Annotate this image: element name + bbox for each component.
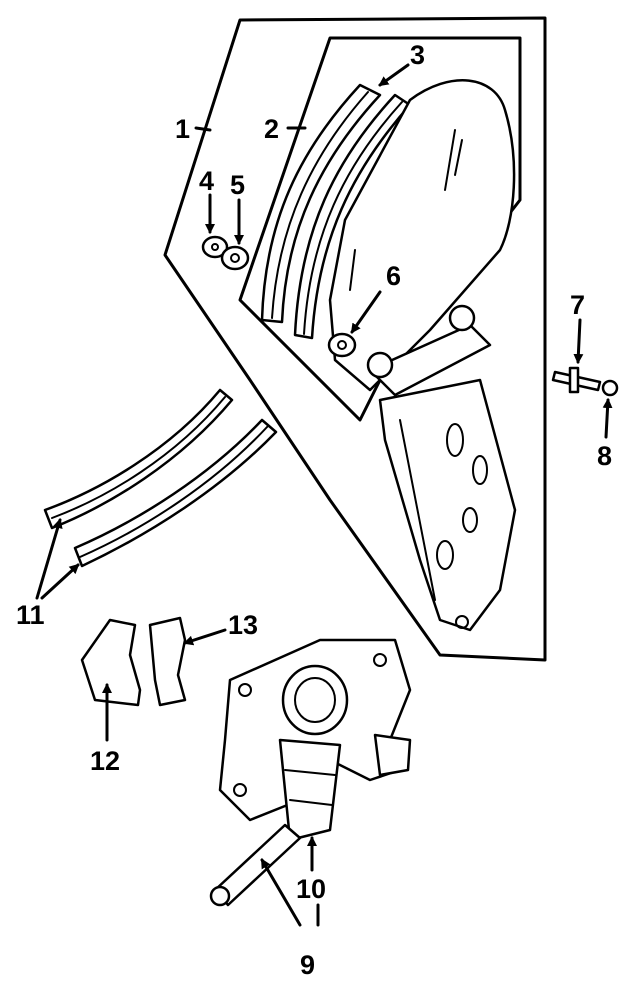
callout-13: 13 <box>228 610 258 640</box>
door-glass <box>328 79 516 392</box>
callout-5: 5 <box>230 170 245 200</box>
washer-5 <box>220 245 250 271</box>
bolt-7 <box>551 366 602 394</box>
regulator-motor-10 <box>218 638 412 842</box>
callout-8: 8 <box>597 441 612 471</box>
washer-4 <box>201 235 229 259</box>
bracket-13 <box>148 616 187 707</box>
bushing-6 <box>327 332 357 358</box>
leader-lines <box>35 63 613 927</box>
callout-10: 10 <box>296 874 326 904</box>
callout-3: 3 <box>410 40 425 70</box>
callout-9: 9 <box>300 950 315 980</box>
callout-4: 4 <box>199 166 214 196</box>
weatherstrip-11 <box>43 388 278 568</box>
callout-6: 6 <box>386 261 401 291</box>
callout-12: 12 <box>90 746 120 776</box>
cover-12 <box>80 618 142 707</box>
callout-11: 11 <box>16 600 45 630</box>
callout-7: 7 <box>570 290 585 320</box>
nut-8 <box>601 379 619 397</box>
callout-1: 1 <box>175 114 190 144</box>
assembly-frame-1 <box>163 16 547 662</box>
glass-run-channel <box>260 83 412 340</box>
regulator-arm-9 <box>209 823 302 907</box>
callout-2: 2 <box>264 114 279 144</box>
glass-lift-bracket <box>366 304 517 632</box>
